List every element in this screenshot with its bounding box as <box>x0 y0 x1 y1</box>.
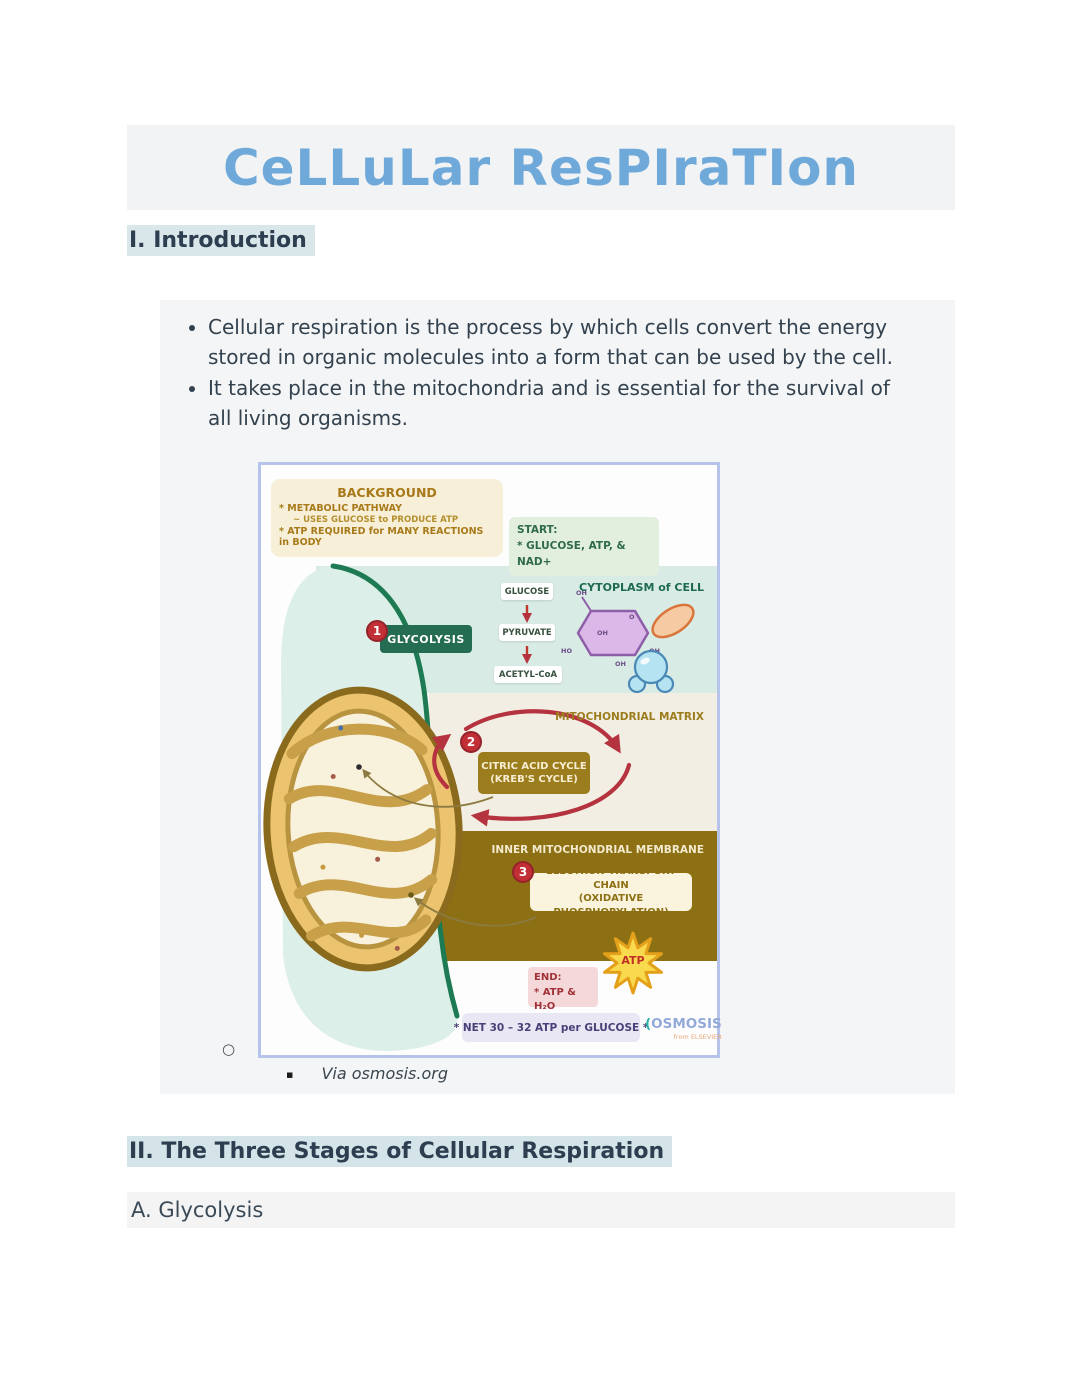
cellular-respiration-diagram: OH O OH HO OH OH BACKGROUND * METABOL <box>258 462 722 1058</box>
background-box: BACKGROUND * METABOLIC PATHWAY ~ USES GL… <box>271 479 503 557</box>
pyruvate-box: PYRUVATE <box>499 624 555 641</box>
net-atp-box: * NET 30 – 32 ATP per GLUCOSE * <box>454 1013 648 1042</box>
step-1-badge: 1 <box>366 620 388 642</box>
page-title: CeLLuLar ResPIraTIon <box>222 138 860 197</box>
inner-membrane-label: INNER MITOCHONDRIAL MEMBRANE <box>491 844 704 856</box>
pointer-arrows <box>362 768 537 927</box>
background-title: BACKGROUND <box>337 485 437 500</box>
svg-text:O: O <box>629 613 635 621</box>
diagram-artwork: OH O OH HO OH OH <box>263 563 717 1052</box>
svg-text:OH: OH <box>597 629 608 637</box>
atp-star-label: ATP <box>621 954 645 967</box>
mitochondrion-illustration <box>263 686 463 972</box>
bullet-item: Cellular respiration is the process by w… <box>208 312 915 372</box>
image-list-marker: ○ <box>222 1040 236 1058</box>
title-banner: CeLLuLar ResPIraTIon <box>127 125 955 210</box>
osmosis-logo-icon: ( <box>645 1016 652 1032</box>
intro-bullet-list: Cellular respiration is the process by w… <box>160 312 955 433</box>
matrix-pointer-dot <box>356 764 362 770</box>
step-3-badge: 3 <box>512 861 534 883</box>
matrix-label: MITOCHONDRIAL MATRIX <box>555 711 704 723</box>
lipid-icon <box>651 603 695 639</box>
water-molecule-icon <box>627 649 675 694</box>
svg-text:OH: OH <box>576 589 587 597</box>
cytoplasm-label: CYTOPLASM of CELL <box>579 581 704 594</box>
bullet-item: It takes place in the mitochondria and i… <box>208 373 915 433</box>
step-2-badge: 2 <box>460 731 482 753</box>
svg-text:HO: HO <box>561 647 572 655</box>
svg-text:OH: OH <box>615 660 626 668</box>
content-block: Cellular respiration is the process by w… <box>160 300 955 1094</box>
cycle-arrows <box>431 709 632 827</box>
acetyl-coa-box: ACETYL-CoA <box>494 666 562 683</box>
glycolysis-box: GLYCOLYSIS <box>380 625 472 653</box>
electron-transport-chain-box: ELECTRON TRANSPORT CHAIN (OXIDATIVE PHOS… <box>530 866 692 918</box>
glucose-molecule-icon: OH O OH HO OH OH <box>561 589 660 668</box>
caption-list-marker: ▪ <box>286 1068 294 1081</box>
atp-star-icon <box>603 931 663 995</box>
start-box: START: * GLUCOSE, ATP, & NAD+ <box>509 517 659 577</box>
end-box: END: * ATP & H₂O <box>528 967 598 1012</box>
image-caption: ▪Via osmosis.org <box>286 1064 448 1083</box>
glucose-box: GLUCOSE <box>501 583 553 600</box>
glycolysis-subheading: A. Glycolysis <box>127 1192 955 1228</box>
osmosis-logo: (OSMOSIS from ELSEVIER <box>645 1016 722 1041</box>
membrane-pointer-dot <box>408 892 414 898</box>
citric-acid-cycle-box: CITRIC ACID CYCLE (KREB'S CYCLE) <box>478 752 590 794</box>
intro-heading: I. Introduction <box>127 225 315 256</box>
stages-heading: II. The Three Stages of Cellular Respira… <box>127 1136 673 1167</box>
